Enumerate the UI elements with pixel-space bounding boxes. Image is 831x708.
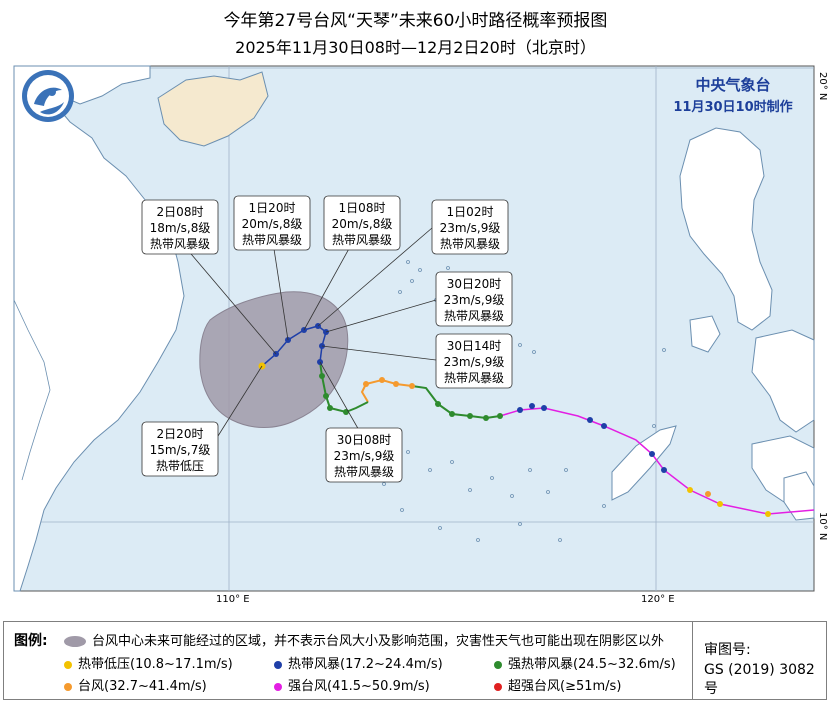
orange-markers — [363, 377, 415, 389]
label-1-line2: 20m/s,8级 — [242, 217, 303, 231]
label-0-line1: 2日08时 — [157, 205, 204, 219]
label-2-line3: 热带风暴级 — [332, 233, 392, 247]
legend-item-2-label: 强热带风暴(24.5~32.6m/s) — [508, 657, 676, 672]
legend-title: 图例: — [14, 633, 48, 649]
label-0-line3: 热带风暴级 — [150, 237, 210, 251]
hainan-island — [157, 71, 269, 147]
agency-name: 中央气象台 — [695, 76, 771, 94]
issued-time: 11月30日10时制作 — [673, 100, 793, 115]
label-1-line1: 1日20时 — [249, 201, 296, 215]
label-3-line1: 1日02时 — [447, 205, 494, 219]
label-5-line3: 热带风暴级 — [444, 371, 504, 385]
past-track-pink — [499, 407, 815, 515]
severe-tropical-storm-icon — [494, 660, 502, 669]
label-3-line3: 热带风暴级 — [440, 237, 500, 251]
legend-item-0-label: 热带低压(10.8~17.1m/s) — [78, 657, 233, 672]
legend-cone-row: 台风中心未来可能经过的区域，并不表示台风大小及影响范围，灾害性天气也可能出现在阴… — [64, 630, 664, 649]
mindoro-island — [689, 315, 721, 353]
map-title: 今年第27号台风“天琴”未来60小时路径概率预报图 — [223, 11, 608, 31]
legend-item-5: 超强台风(≥51m/s) — [494, 675, 621, 694]
lon-120-label: 120° E — [641, 594, 675, 605]
visayas-islands — [751, 329, 815, 433]
legend-item-2: 强热带风暴(24.5~32.6m/s) — [494, 653, 676, 672]
label-7-line1: 2日20时 — [157, 427, 204, 441]
luzon-island — [679, 127, 773, 331]
cone-swatch-icon — [64, 636, 86, 647]
legend-item-4-label: 强台风(41.5~50.9m/s) — [288, 679, 430, 694]
legend-cone-text: 台风中心未来可能经过的区域，并不表示台风大小及影响范围，灾害性天气也可能出现在阴… — [92, 634, 665, 649]
lon-110-label: 110° E — [216, 594, 250, 605]
label-2-line2: 20m/s,8级 — [332, 217, 393, 231]
super-typhoon-icon — [494, 682, 502, 691]
approval-label: 审图号: — [704, 642, 751, 658]
palawan-island — [611, 425, 677, 501]
label-7-line2: 15m/s,7级 — [150, 443, 211, 457]
legend-item-3: 台风(32.7~41.4m/s) — [64, 675, 207, 694]
legend-item-4: 强台风(41.5~50.9m/s) — [274, 675, 430, 694]
label-4-line3: 热带风暴级 — [444, 309, 504, 323]
legend-item-1: 热带风暴(17.2~24.4m/s) — [274, 653, 443, 672]
legend-item-1-label: 热带风暴(17.2~24.4m/s) — [288, 657, 443, 672]
legend-item-5-label: 超强台风(≥51m/s) — [508, 679, 622, 694]
axis-labels: 110° E 120° E 20° N 10° N — [216, 72, 828, 605]
label-texts: 2日08时 18m/s,8级 热带风暴级 1日20时 20m/s,8级 热带风暴… — [150, 201, 505, 479]
small-island — [783, 471, 815, 521]
label-5-line1: 30日14时 — [447, 339, 502, 353]
typhoon-icon — [64, 682, 72, 691]
label-1-line3: 热带风暴级 — [242, 233, 302, 247]
typhoon-track-map: 2日08时 18m/s,8级 热带风暴级 1日20时 20m/s,8级 热带风暴… — [13, 65, 828, 605]
label-4-line1: 30日20时 — [447, 277, 502, 291]
tropical-depression-icon — [64, 660, 72, 669]
legend-panel: 图例: 台风中心未来可能经过的区域，并不表示台风大小及影响范围，灾害性天气也可能… — [3, 621, 827, 700]
label-6-line2: 23m/s,9级 — [334, 449, 395, 463]
label-0-line2: 18m/s,8级 — [150, 221, 211, 235]
tropical-storm-icon — [274, 660, 282, 669]
cma-logo — [22, 70, 74, 122]
label-3-line2: 23m/s,9级 — [440, 221, 501, 235]
lat-20-label: 20° N — [817, 72, 828, 100]
label-4-line2: 23m/s,9级 — [444, 293, 505, 307]
approval-code: GS (2019) 3082号 — [704, 662, 815, 697]
leader-lines — [185, 227, 437, 437]
label-6-line1: 30日08时 — [337, 433, 392, 447]
label-6-line3: 热带风暴级 — [334, 465, 394, 479]
lat-10-label: 10° N — [817, 512, 828, 540]
indochina-land — [13, 65, 185, 592]
legend-divider — [692, 622, 693, 699]
severe-typhoon-icon — [274, 682, 282, 691]
label-7-line3: 热带低压 — [156, 459, 204, 473]
label-boxes — [141, 195, 513, 483]
label-2-line1: 1日08时 — [339, 201, 386, 215]
pink-markers — [517, 403, 771, 517]
map-subtitle: 2025年11月30日08时—12月2日20时（北京时） — [235, 38, 596, 57]
legend-item-0: 热带低压(10.8~17.1m/s) — [64, 653, 233, 672]
legend-item-3-label: 台风(32.7~41.4m/s) — [78, 679, 207, 694]
label-5-line2: 23m/s,9级 — [444, 355, 505, 369]
